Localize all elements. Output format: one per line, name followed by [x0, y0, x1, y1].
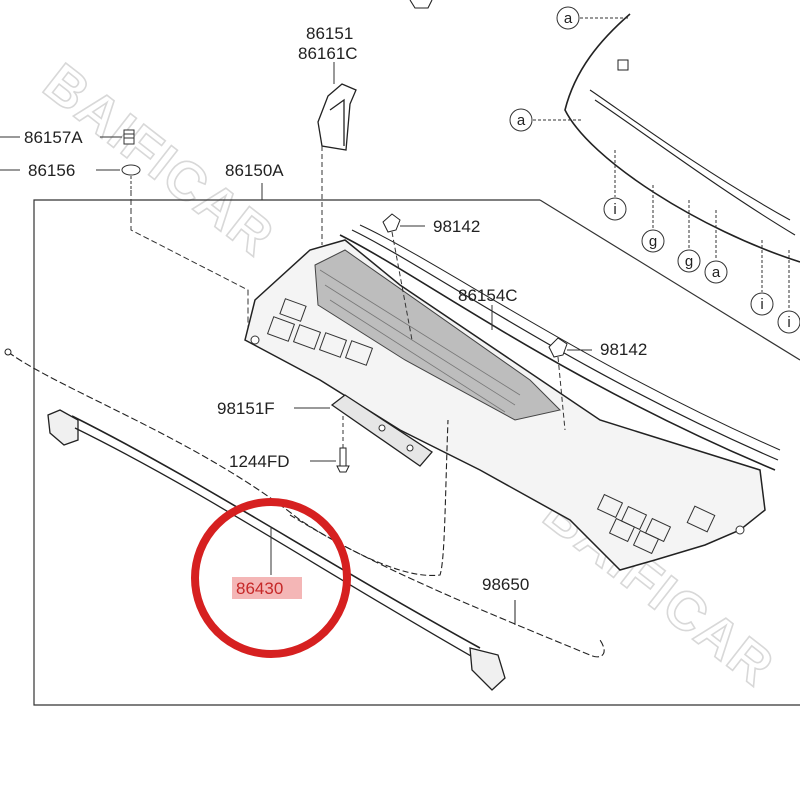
- label-86151: 86151: [306, 24, 353, 43]
- label-98151f: 98151F: [217, 399, 275, 418]
- cowl-top-cover: [244, 239, 766, 571]
- callout-a-1: a: [564, 10, 573, 27]
- highlight-circle: [191, 498, 351, 658]
- assembly-frame: [33, 199, 800, 706]
- clip-86157a: [100, 129, 135, 145]
- part-labels: 86151 86161C 86157A 86156 86150A 98142 8…: [24, 24, 647, 598]
- label-98650: 98650: [482, 575, 529, 594]
- label-86161c: 86161C: [298, 44, 358, 63]
- label-86157a: 86157A: [24, 128, 83, 147]
- callout-i-1: i: [613, 201, 616, 218]
- callout-g-1: g: [649, 233, 657, 250]
- bracket-86151: [317, 62, 357, 245]
- callout-a-2: a: [517, 112, 526, 129]
- label-98142-top: 98142: [433, 217, 480, 236]
- callout-a-3: a: [712, 264, 721, 281]
- label-86430: 86430: [236, 579, 283, 598]
- label-86150a: 86150A: [225, 161, 284, 180]
- callout-g-2: g: [685, 253, 693, 270]
- weatherstrip-86154c: [339, 224, 781, 471]
- assembly-frame-diag2: [539, 199, 800, 361]
- screw-1244fd: [310, 416, 350, 473]
- windshield: [409, 0, 800, 263]
- weatherstrip-86430: [47, 409, 506, 691]
- label-1244fd: 1244FD: [229, 452, 289, 471]
- label-98142-mid: 98142: [600, 340, 647, 359]
- label-86154c: 86154C: [458, 286, 518, 305]
- bracket-98151f: [294, 394, 433, 467]
- clip-86156: [96, 164, 249, 330]
- callout-i-2: i: [760, 296, 763, 313]
- clip-98142-mid: [548, 337, 592, 431]
- label-86156: 86156: [28, 161, 75, 180]
- clip-98142-top: [382, 213, 425, 341]
- windshield-callouts: a a i g g a i i: [509, 6, 800, 334]
- highlight-label-bg: [232, 577, 302, 599]
- callout-i-3: i: [787, 314, 790, 331]
